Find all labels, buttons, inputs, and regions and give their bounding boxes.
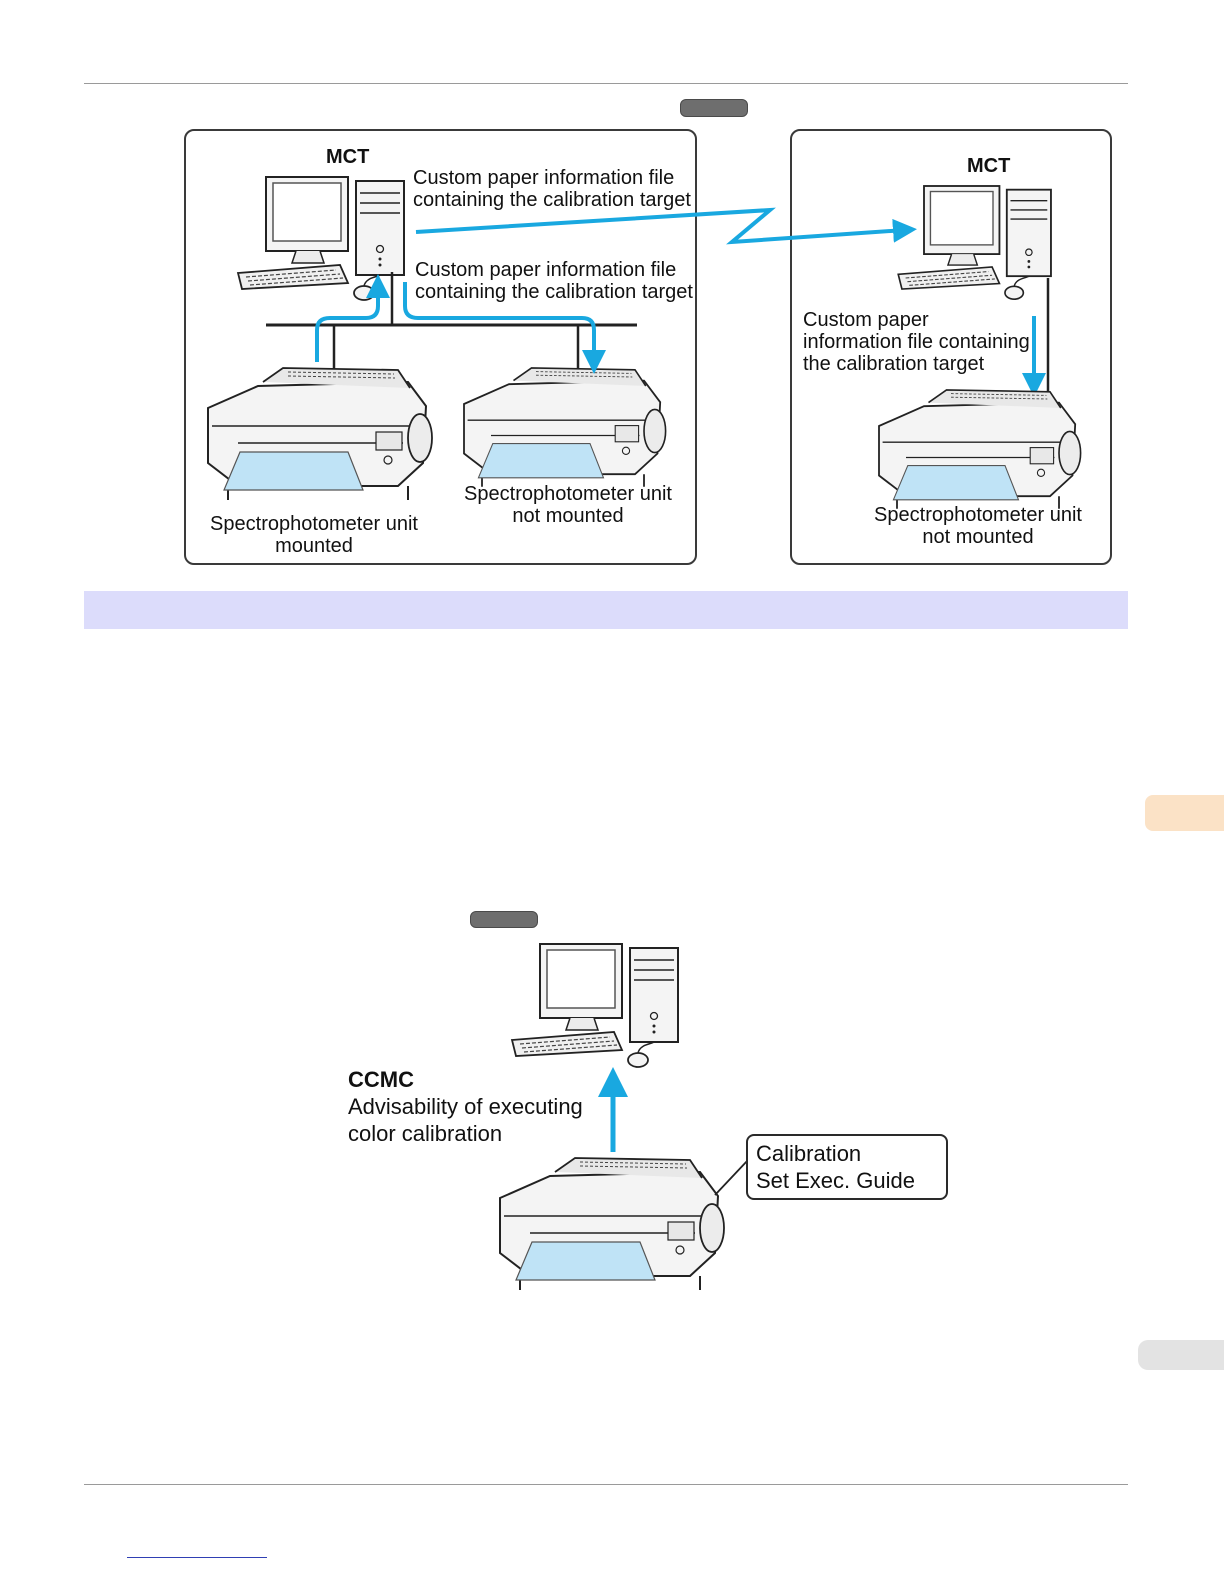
section-heading-bar bbox=[84, 591, 1128, 629]
download-arrow bbox=[403, 282, 606, 374]
network-transfer-arrow bbox=[415, 207, 917, 245]
file-label-2: Custom paper information file containing… bbox=[415, 259, 693, 303]
header-rule bbox=[84, 83, 1128, 84]
mct-computer-left bbox=[237, 176, 405, 301]
printer-without-spectrophotometer-mid bbox=[463, 367, 667, 488]
file-label-3: Custom paper information file containing… bbox=[803, 309, 1030, 375]
upload-arrow bbox=[315, 274, 390, 362]
printer-left-caption: Spectrophotometer unit mounted bbox=[210, 513, 418, 557]
chapter-side-tab[interactable] bbox=[1145, 795, 1224, 831]
footer-link-underline[interactable] bbox=[127, 1557, 267, 1558]
callout-pointer bbox=[714, 1159, 749, 1196]
printer-with-spectrophotometer bbox=[207, 367, 433, 501]
ccmc-computer bbox=[511, 943, 679, 1068]
index-side-tab[interactable] bbox=[1138, 1340, 1224, 1370]
note-badge-bottom bbox=[470, 911, 538, 928]
file-label-1: Custom paper information file containing… bbox=[413, 167, 691, 211]
note-badge-top bbox=[680, 99, 748, 117]
mct-label-right: MCT bbox=[967, 155, 1011, 177]
footer-rule bbox=[84, 1484, 1128, 1485]
mct-label-left: MCT bbox=[326, 146, 370, 168]
printer-without-spectrophotometer-right bbox=[878, 389, 1082, 510]
ccmc-description: Advisability of executing color calibrat… bbox=[348, 1094, 583, 1146]
printer-mid-caption: Spectrophotometer unit not mounted bbox=[464, 483, 672, 527]
calibration-callout: Calibration Set Exec. Guide bbox=[746, 1134, 948, 1200]
ccmc-title: CCMC bbox=[348, 1067, 414, 1092]
ccmc-printer bbox=[499, 1157, 725, 1291]
mct-computer-right bbox=[897, 185, 1052, 301]
printer-right-caption: Spectrophotometer unit not mounted bbox=[874, 504, 1082, 548]
